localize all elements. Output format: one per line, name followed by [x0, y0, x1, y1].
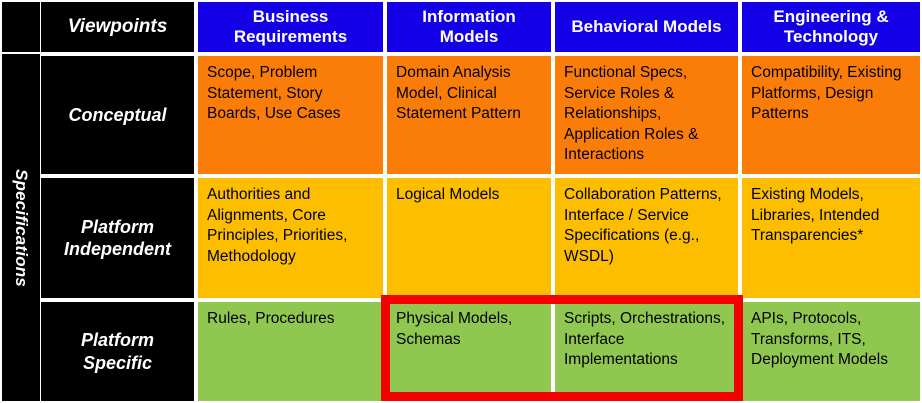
cell-platform-specific-behavioral-models: Scripts, Orchestrations, Interface Imple…: [553, 300, 740, 403]
specifications-group-label-text: Specifications: [12, 168, 31, 287]
viewpoints-header: Viewpoints: [40, 0, 196, 54]
cell-conceptual-information-models: Domain Analysis Model, Clinical Statemen…: [385, 54, 553, 176]
row-label-conceptual: Conceptual: [40, 54, 196, 176]
row-label-platform-independent: Platform Independent: [40, 176, 196, 300]
cell-platform-independent-engineering-technology: Existing Models, Libraries, Intended Tra…: [740, 176, 922, 300]
specifications-group-label: Specifications: [0, 54, 40, 403]
cell-conceptual-behavioral-models: Functional Specs, Service Roles & Relati…: [553, 54, 740, 176]
corner-spacer-cell: [0, 0, 40, 54]
cell-platform-specific-information-models: Physical Models, Schemas: [385, 300, 553, 403]
row-label-platform-specific: Platform Specific: [40, 300, 196, 403]
cell-platform-independent-information-models: Logical Models: [385, 176, 553, 300]
cell-platform-independent-behavioral-models: Collaboration Patterns, Interface / Serv…: [553, 176, 740, 300]
cell-conceptual-engineering-technology: Compatibility, Existing Platforms, Desig…: [740, 54, 922, 176]
column-header-engineering-technology: Engineering & Technology: [740, 0, 922, 54]
cell-platform-independent-business-requirements: Authorities and Alignments, Core Princip…: [196, 176, 385, 300]
cell-platform-specific-engineering-technology: APIs, Protocols, Transforms, ITS, Deploy…: [740, 300, 922, 403]
column-header-information-models: Information Models: [385, 0, 553, 54]
cell-platform-specific-business-requirements: Rules, Procedures: [196, 300, 385, 403]
cell-conceptual-business-requirements: Scope, Problem Statement, Story Boards, …: [196, 54, 385, 176]
column-header-business-requirements: Business Requirements: [196, 0, 385, 54]
column-header-behavioral-models: Behavioral Models: [553, 0, 740, 54]
